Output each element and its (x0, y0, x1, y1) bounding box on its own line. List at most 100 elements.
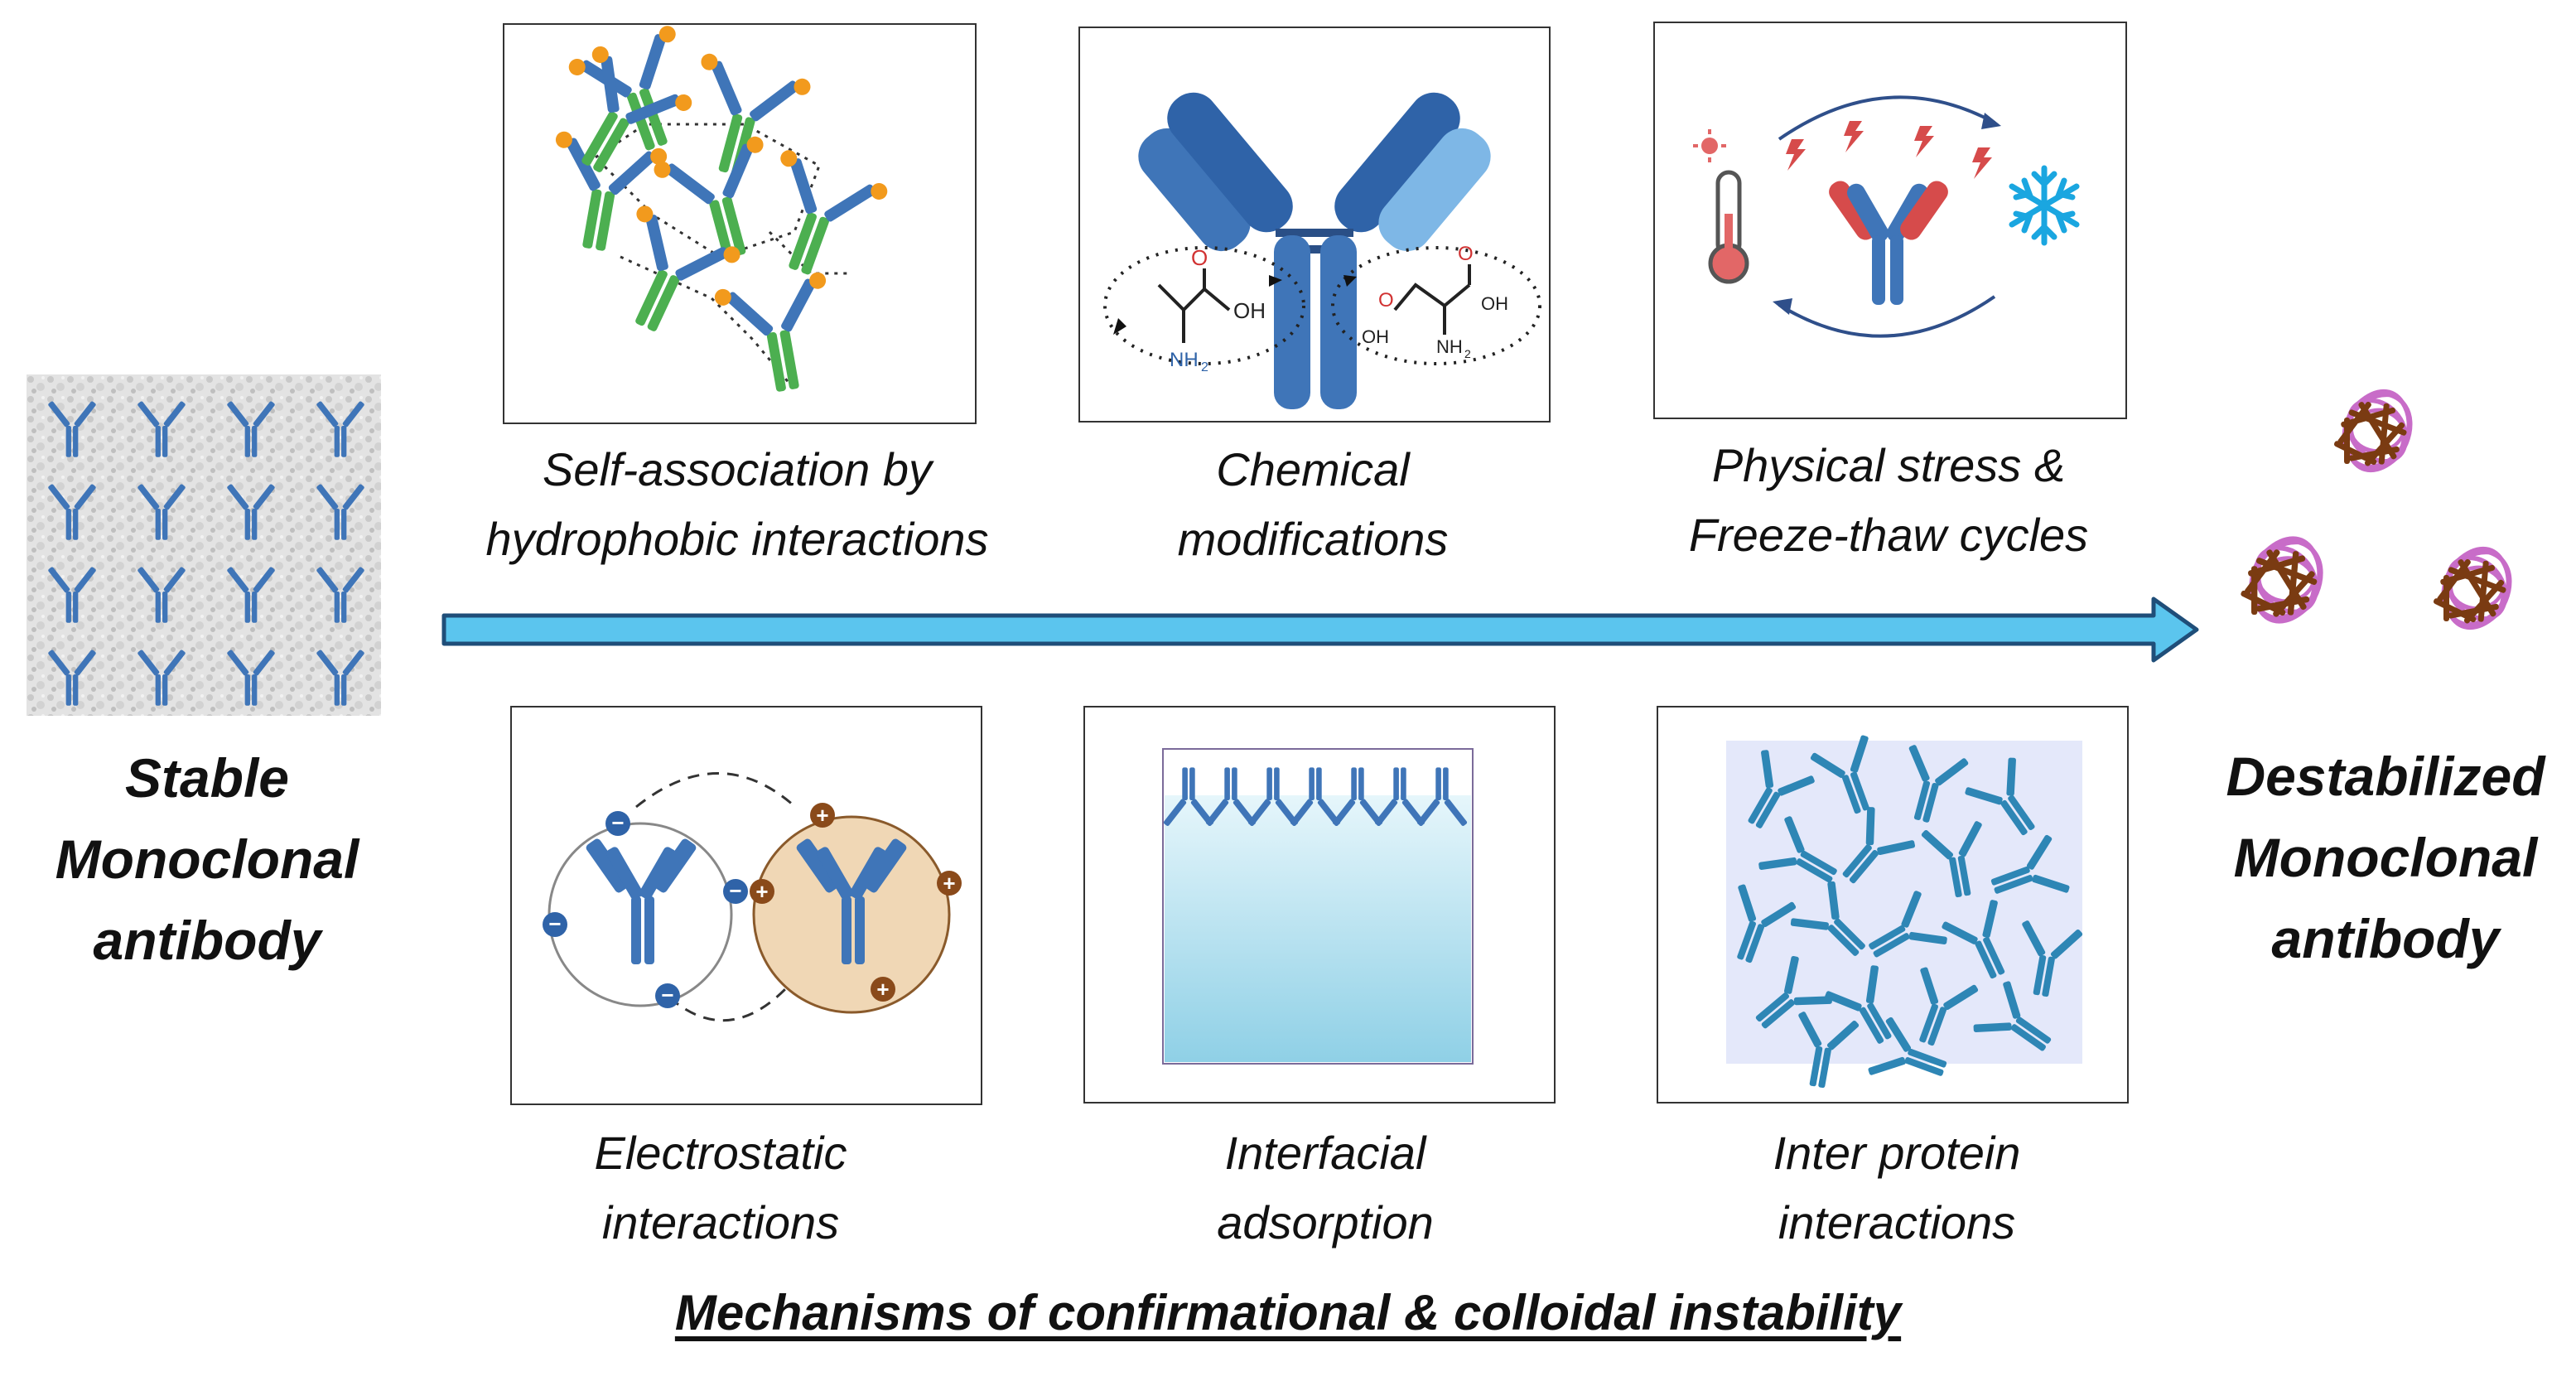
interface-antibody-icon (1247, 767, 1299, 826)
lightning-icons (1786, 121, 1992, 179)
associating-antibody-icon (654, 136, 764, 259)
associating-antibody-icon (555, 131, 668, 251)
svg-text:OH: OH (1233, 298, 1266, 323)
crowded-antibody-icon (1908, 745, 1969, 823)
stable-antibody-icon (227, 567, 275, 623)
associating-antibody-icon (635, 205, 740, 331)
stable-antibody-icon (48, 401, 96, 457)
crowded-antibody-icon (1973, 981, 2052, 1051)
svg-text:2: 2 (1201, 360, 1208, 374)
interfacial-adsorption-illustration (1162, 748, 1474, 1065)
svg-text:−: − (661, 983, 673, 1007)
svg-text:−: − (548, 911, 561, 936)
stable-antibody-icon (137, 401, 186, 457)
self-association-illustration (555, 26, 888, 392)
crowded-antibody-icon (1869, 891, 1947, 958)
stable-antibody-icon (227, 401, 275, 457)
svg-text:+: + (816, 803, 828, 828)
stable-antibody-icon (316, 484, 364, 540)
crowded-antibody-icon (1810, 735, 1869, 814)
associating-antibody-icon (568, 26, 676, 151)
interface-antibody-icon (1205, 767, 1257, 826)
svg-text:2: 2 (1464, 347, 1471, 360)
svg-text:NH: NH (1436, 336, 1463, 357)
caption-self-association: Self-association by hydrophobic interact… (485, 443, 989, 565)
svg-text:O: O (1458, 243, 1474, 265)
inter-protein-illustration (1726, 735, 2083, 1089)
stable-antibody-icon (48, 567, 96, 623)
crowded-antibody-icon (1919, 967, 1979, 1046)
panel-self-association (503, 23, 977, 424)
crowded-antibody-icon (1990, 834, 2070, 894)
crowded-antibody-icon (1868, 1017, 1947, 1076)
panel-chemical-modifications: O OH NH 2 O OH O OH NH 2 (1078, 27, 1551, 423)
interface-antibody-icon (1163, 767, 1214, 826)
crowded-antibody-icon (1748, 750, 1815, 828)
crowded-antibody-icon (1921, 821, 1982, 898)
caption-chemical-modifications: Chemical modifications (1177, 443, 1449, 565)
stable-antibody-icon (137, 484, 186, 540)
destabilized-antibody-label: Destabilized Monoclonal antibody (2226, 746, 2545, 969)
mechanisms-title: Mechanisms of confirmational & colloidal… (674, 1285, 1902, 1340)
svg-text:OH: OH (1362, 326, 1389, 347)
stable-antibody-icon (227, 484, 275, 540)
physical-stress-illustration (1693, 95, 2080, 338)
caption-electrostatic: Electrostatic interactions (594, 1127, 847, 1248)
svg-text:NH: NH (1170, 349, 1199, 371)
stable-antibody-label: Stable Monoclonal antibody (55, 747, 359, 971)
interface-antibody-icon (1374, 767, 1425, 826)
crowded-antibody-icon (1737, 884, 1797, 963)
panel-interfacial-adsorption (1083, 706, 1556, 1103)
stable-antibody-icon (316, 650, 364, 706)
stable-antibody-icon (48, 650, 96, 706)
crowded-antibody-icon (1825, 965, 1892, 1044)
snowflake-icon (2009, 165, 2080, 246)
associating-antibody-icon (581, 46, 692, 172)
svg-text:+: + (755, 879, 768, 904)
stable-antibody-icon (227, 650, 275, 706)
chemical-modification-illustration: O OH NH 2 O OH O OH NH 2 (1103, 92, 1541, 409)
crowded-antibody-icon (2022, 920, 2083, 997)
caption-physical-stress: Physical stress & Freeze-thaw cycles (1688, 439, 2089, 561)
associating-antibody-icon (714, 272, 827, 392)
stressed-antibody-icon (1829, 181, 1948, 305)
svg-text:−: − (611, 810, 624, 835)
svg-text:−: − (729, 878, 741, 903)
caption-inter-protein: Inter protein interactions (1773, 1127, 2021, 1248)
crowded-antibody-icon (1965, 757, 2035, 836)
svg-text:OH: OH (1481, 293, 1508, 314)
crowded-antibody-icon (1942, 900, 2005, 979)
crowded-antibody-icon (1755, 955, 1832, 1029)
crowded-antibody-icon (1758, 816, 1837, 883)
svg-text:O: O (1378, 289, 1394, 311)
interface-antibody-icon (1416, 767, 1468, 826)
panel-inter-protein (1657, 706, 2129, 1103)
stable-antibody-tile (27, 374, 381, 716)
svg-text:+: + (876, 977, 889, 1002)
aggregate-icon (2241, 536, 2323, 624)
aggregate-icon (2433, 547, 2512, 630)
progression-arrow (439, 592, 2203, 667)
crowded-antibody-icon (1798, 1012, 1860, 1089)
aggregate-cluster (2195, 356, 2559, 704)
stable-antibody-grid (48, 401, 364, 706)
crowded-antibodies (1737, 735, 2083, 1089)
crowded-antibody-icon (1790, 881, 1865, 956)
associating-antibody-icon (780, 150, 888, 275)
electrostatic-illustration: − − − − + + + + (543, 772, 962, 1022)
svg-text:+: + (943, 871, 955, 896)
neutral-antibody-icon (586, 838, 697, 964)
interface-antibody-icon (1332, 767, 1383, 826)
caption-interfacial-adsorption: Interfacial adsorption (1217, 1127, 1434, 1248)
interface-antibody-icon (1290, 767, 1341, 826)
panel-physical-stress (1653, 22, 2127, 419)
panel-electrostatic: − − − − + + + + (510, 706, 982, 1105)
stable-antibody-icon (316, 401, 364, 457)
aggregate-icon (2333, 389, 2413, 472)
charged-antibody-icon (796, 838, 907, 964)
stable-antibody-icon (137, 567, 186, 623)
stable-antibody-icon (316, 567, 364, 623)
stable-antibody-icon (137, 650, 186, 706)
stable-antibody-icon (48, 484, 96, 540)
thermometer-icon (1693, 129, 1749, 284)
